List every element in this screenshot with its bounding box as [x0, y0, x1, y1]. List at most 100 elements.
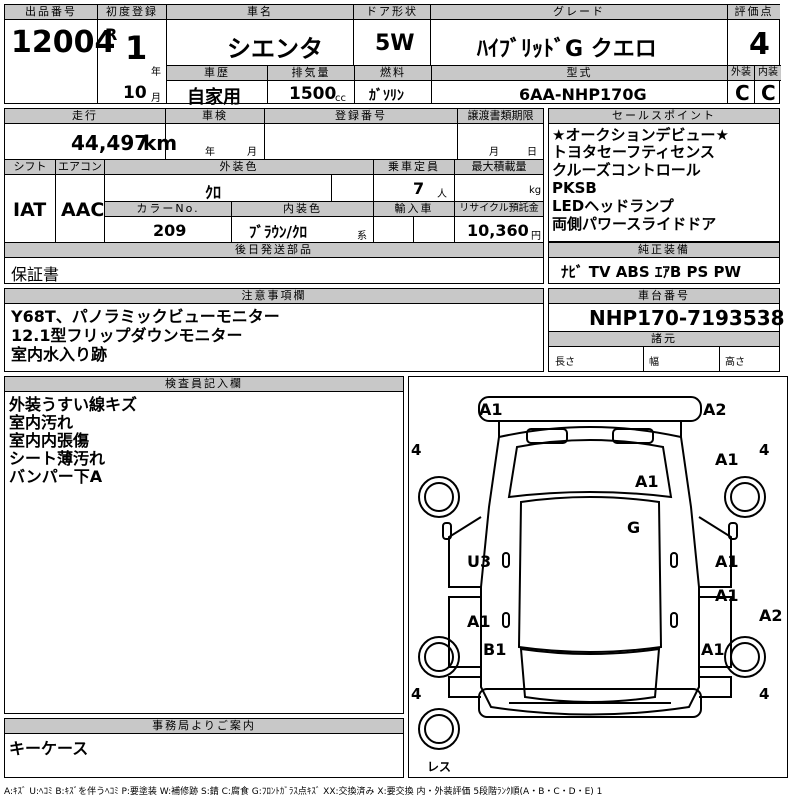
shift-label: シフト: [5, 160, 55, 175]
damage-mark: A1: [701, 640, 725, 659]
reg-year: 1: [125, 29, 148, 67]
office-text: キーケース: [9, 739, 89, 758]
inspector-line: 外装うすい線キズ: [9, 395, 138, 414]
damage-mark: A1: [635, 472, 659, 491]
recycle: 10,360: [467, 221, 529, 240]
grade: ﾊｲﾌﾞﾘｯﾄﾞG クエロ: [477, 37, 657, 62]
selling-line: 両側パワースライドドア: [552, 215, 717, 233]
tire-rl: 4: [411, 685, 421, 703]
selling-points-block: セールスポイント ★オークションデビュー★ トヨタセーフティセンス クルーズコン…: [548, 108, 780, 242]
damage-mark: A1: [715, 586, 739, 605]
header-block: 出品番号 12004 初度登録 R 1 年 10 月 車名 シエンタ ドア形状 …: [4, 4, 781, 108]
inspector-label: 検査員記入欄: [5, 377, 403, 392]
interior: ﾌﾞﾗｳﾝ/ｸﾛ: [249, 223, 307, 241]
car-outline: 4 4 4 4 レス A1 A2 A1 A1 G U3 A1 A1 A1 A2 …: [411, 396, 783, 774]
import-label: 輸入車: [374, 202, 454, 217]
color: ｸﾛ: [205, 183, 222, 202]
mileage-label: 走行: [5, 109, 165, 124]
door-label: ドア形状: [354, 5, 430, 20]
tire-fr: 4: [759, 441, 769, 459]
height-label: 高さ: [725, 357, 745, 368]
lot-number: 12004: [11, 25, 116, 60]
lot-label: 出品番号: [5, 5, 97, 20]
int-label: 内装: [755, 66, 781, 81]
damage-mark: G: [627, 518, 640, 537]
mileage: 44,497: [71, 131, 149, 155]
specs-block: 走行 44,497 km 車検 年 月 登録番号 譲渡書類期限 月 日 シフト …: [4, 108, 544, 284]
colorno: 209: [153, 221, 187, 240]
later-parts: 保証書: [11, 265, 60, 284]
capacity: 7: [413, 179, 425, 198]
dims-label: 諸元: [549, 332, 779, 347]
car-name-label: 車名: [167, 5, 353, 20]
office-label: 事務局よりご案内: [5, 719, 403, 734]
selling-label: セールスポイント: [549, 109, 779, 124]
inspector-line: 室内内張傷: [9, 431, 90, 450]
damage-mark: U3: [467, 552, 491, 571]
history-label: 車歴: [167, 66, 267, 81]
selling-line: LEDヘッドランプ: [552, 197, 674, 215]
colorno-label: カラーNo.: [105, 202, 231, 217]
damage-mark: A1: [715, 450, 739, 469]
tire-rr: 4: [759, 685, 769, 703]
note-line: 室内水入り跡: [11, 345, 108, 364]
mileage-unit: km: [143, 131, 178, 155]
displacement: 1500: [289, 84, 337, 104]
era: R: [105, 25, 118, 44]
damage-mark: A2: [703, 400, 727, 419]
capacity-unit: 人: [437, 189, 447, 200]
capacity-label: 乗車定員: [374, 160, 454, 175]
equipment-label: 純正装備: [549, 243, 779, 258]
displacement-label: 排気量: [268, 66, 354, 81]
fuel: ｶﾞｿﾘﾝ: [369, 88, 404, 104]
notes-block: 注意事項欄 Y68T、パノラミックビューモニター 12.1型フリップダウンモニタ…: [4, 288, 544, 372]
inspector-block: 検査員記入欄 外装うすい線キズ 室内汚れ 室内内張傷 シート薄汚れ バンパー下A: [4, 376, 404, 714]
selling-line: ★オークションデビュー★: [552, 126, 729, 144]
selling-line: PKSB: [552, 179, 597, 197]
int-grade: C: [761, 81, 776, 105]
interior-label: 内装色: [232, 202, 373, 217]
damage-mark: B1: [483, 640, 506, 659]
reg-month: 10: [123, 83, 147, 103]
year-unit: 年: [151, 67, 161, 78]
model-label: 型式: [432, 66, 727, 81]
selling-line: トヨタセーフティセンス: [552, 143, 715, 161]
insp-month-unit: 月: [247, 147, 257, 158]
width-label: 幅: [649, 357, 659, 368]
recycle-label: リサイクル預託金: [455, 202, 543, 217]
note-line: 12.1型フリップダウンモニター: [11, 326, 243, 345]
displacement-unit: cc: [335, 93, 346, 104]
transfer-day: 日: [527, 147, 537, 158]
fuel-label: 燃料: [355, 66, 431, 81]
damage-mark: A1: [479, 400, 503, 419]
inspector-line: 室内汚れ: [9, 413, 74, 432]
inspector-line: シート薄汚れ: [9, 449, 106, 468]
chassis-block: 車台番号 NHP170-7193538 諸元 長さ 幅 高さ: [548, 288, 785, 372]
selling-line: クルーズコントロール: [552, 161, 701, 179]
interior-unit: 系: [357, 231, 367, 242]
ext-grade: C: [735, 81, 750, 105]
inspector-line: バンパー下A: [9, 467, 103, 486]
damage-mark: A2: [759, 606, 783, 625]
length-label: 長さ: [555, 357, 575, 368]
car-diagram: 4 4 4 4 レス A1 A2 A1 A1 G U3 A1 A1 A1 A2 …: [408, 376, 788, 778]
load-label: 最大積載量: [455, 160, 543, 175]
first-reg-label: 初度登録: [98, 5, 166, 20]
ext-label: 外装: [728, 66, 754, 81]
car-name: シエンタ: [227, 35, 323, 63]
damage-mark: A1: [715, 552, 739, 571]
ac: AAC: [61, 199, 105, 221]
chassis-label: 車台番号: [549, 289, 779, 304]
door-type: 5W: [375, 31, 415, 56]
insp-year-unit: 年: [205, 147, 215, 158]
recycle-unit: 円: [531, 231, 541, 242]
spare-tire: レス: [427, 760, 451, 774]
score: 4: [749, 27, 770, 62]
month-unit: 月: [151, 93, 161, 104]
notes-label: 注意事項欄: [5, 289, 543, 304]
color-label: 外装色: [105, 160, 373, 175]
chassis-number: NHP170-7193538: [589, 306, 785, 330]
tire-fl: 4: [411, 441, 421, 459]
equipment-items: ﾅﾋﾞ TV ABS ｴｱB PS PW: [561, 263, 742, 281]
office-block: 事務局よりご案内 キーケース: [4, 718, 404, 778]
